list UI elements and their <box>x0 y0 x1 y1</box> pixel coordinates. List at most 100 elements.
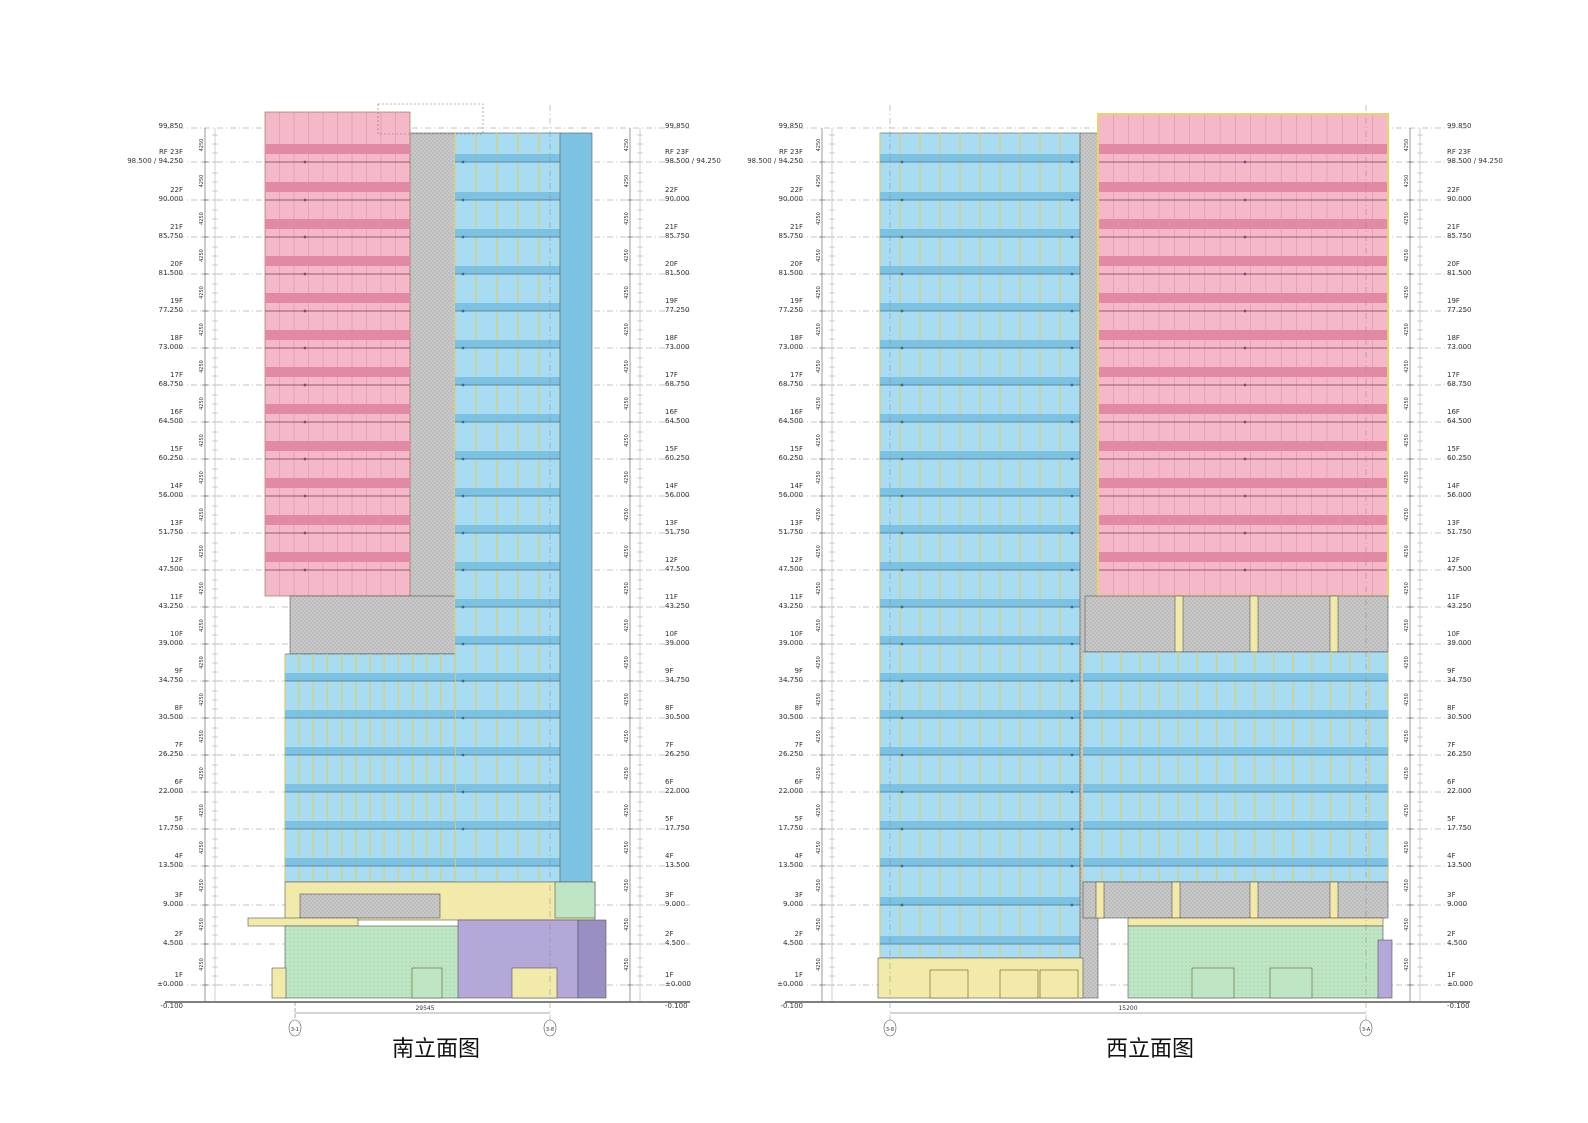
south-pink-block-band <box>265 404 410 414</box>
floor-label: 6F <box>175 778 183 786</box>
elevation-label: 22.000 <box>779 787 804 795</box>
floor-dim-label: 4250 <box>199 139 205 152</box>
floor-label: 9F <box>795 667 803 675</box>
floor-label: 13F <box>170 519 183 527</box>
elevation-label: 90.000 <box>665 195 690 203</box>
floor-dim-label: 4250 <box>816 730 822 743</box>
west-pink-block-band <box>1098 330 1388 340</box>
window-dot <box>900 198 904 202</box>
floor-dim-label: 4250 <box>199 879 205 892</box>
elevation-label: 22.000 <box>665 787 690 795</box>
floor-dim-label: 4250 <box>199 508 205 521</box>
floor-label: 4F <box>665 852 673 860</box>
elevation-label: 26.250 <box>1447 750 1472 758</box>
elevation-label: 60.250 <box>779 454 804 462</box>
elevation-label: ±0.000 <box>777 980 803 988</box>
floor-dim-label: 4250 <box>816 139 822 152</box>
elevation-label: 85.750 <box>159 232 184 240</box>
floor-label: 3F <box>795 891 803 899</box>
floor-dim-label: 4250 <box>624 730 630 743</box>
west-pink-block-band <box>1098 182 1388 192</box>
floor-dim-label: 4250 <box>624 767 630 780</box>
floor-dim-label: 4250 <box>1404 730 1410 743</box>
floor-dim-label: 4250 <box>624 249 630 262</box>
floor-label: 13F <box>1447 519 1460 527</box>
window-dot <box>1070 790 1074 794</box>
elevation-label: 13.500 <box>159 861 184 869</box>
elevation-label: 56.000 <box>665 491 690 499</box>
elevation-label: 43.250 <box>159 602 184 610</box>
floor-dim-label: 4250 <box>816 767 822 780</box>
floor-dim-label: 4250 <box>816 545 822 558</box>
window-dot <box>1243 420 1247 424</box>
west-blue-tower-spandrel <box>880 562 1080 570</box>
base-elevation-label: -0.100 <box>780 1002 803 1010</box>
west-column <box>1174 595 1184 653</box>
base-elevation-label: -0.100 <box>665 1002 688 1010</box>
window-dot <box>303 494 307 498</box>
floor-dim-label: 4250 <box>1404 175 1410 188</box>
south-grey-core <box>404 132 456 654</box>
floor-dim-label: 4250 <box>1404 212 1410 225</box>
top-elevation-label: 99.850 <box>159 122 184 130</box>
window-dot <box>1243 272 1247 276</box>
floor-label: 7F <box>665 741 673 749</box>
west-pink-block-band <box>1098 367 1388 377</box>
elevation-label: 81.500 <box>779 269 804 277</box>
floor-label: 14F <box>665 482 678 490</box>
floor-dim-label: 4250 <box>1404 323 1410 336</box>
elevation-label: 17.750 <box>779 824 804 832</box>
floor-dim-label: 4250 <box>816 958 822 971</box>
elevation-label: 13.500 <box>1447 861 1472 869</box>
window-dot <box>1070 642 1074 646</box>
floor-label: 10F <box>170 630 183 638</box>
south-blue-edge <box>559 132 593 884</box>
floor-dim-label: 4250 <box>816 918 822 931</box>
elevation-label: 13.500 <box>779 861 804 869</box>
floor-dim-label: 4250 <box>1404 841 1410 854</box>
floor-label: 11F <box>665 593 678 601</box>
floor-label: 18F <box>790 334 803 342</box>
west-blue-tower-spandrel <box>880 488 1080 496</box>
floor-label: 18F <box>170 334 183 342</box>
window-dot <box>900 827 904 831</box>
elevation-label: 4.500 <box>163 939 183 947</box>
floor-label: 1F <box>175 971 183 979</box>
window-dot <box>900 272 904 276</box>
floor-label: 5F <box>665 815 673 823</box>
south-blue-tower-spandrel <box>455 266 560 274</box>
window-dot <box>900 309 904 313</box>
floor-dim-label: 4250 <box>816 434 822 447</box>
floor-dim-label: 4250 <box>624 656 630 669</box>
window-dot <box>1243 457 1247 461</box>
floor-dim-label: 4250 <box>624 879 630 892</box>
south-blue-tower-spandrel <box>455 192 560 200</box>
south-blue-tower-spandrel <box>455 229 560 237</box>
floor-dim-label: 4250 <box>199 693 205 706</box>
window-dot <box>900 716 904 720</box>
south-podium-green <box>554 881 596 919</box>
floor-dim-label: 4250 <box>1404 360 1410 373</box>
floor-label: 9F <box>175 667 183 675</box>
south-blue-tower-spandrel <box>455 414 560 422</box>
elevation-label: 73.000 <box>1447 343 1472 351</box>
floor-label: 9F <box>1447 667 1455 675</box>
floor-label: 14F <box>790 482 803 490</box>
south-ground-purple-dark <box>577 919 607 999</box>
south-lower-glass-spandrel <box>285 821 455 829</box>
floor-label: 7F <box>1447 741 1455 749</box>
window-dot <box>900 160 904 164</box>
west-pink-block-band <box>1098 552 1388 562</box>
elevation-label: 98.500 / 94.250 <box>747 157 803 165</box>
west-lower-glass-spandrel <box>1083 784 1388 792</box>
elevation-label: 9.000 <box>1447 900 1467 908</box>
window-dot <box>900 346 904 350</box>
south-pink-block-band <box>265 478 410 488</box>
floor-label: 7F <box>795 741 803 749</box>
window-dot <box>461 198 465 202</box>
elevation-label: 64.500 <box>1447 417 1472 425</box>
floor-dim-label: 4250 <box>199 212 205 225</box>
south-entrance <box>511 967 558 999</box>
window-dot <box>461 531 465 535</box>
west-blue-tower-spandrel <box>880 266 1080 274</box>
